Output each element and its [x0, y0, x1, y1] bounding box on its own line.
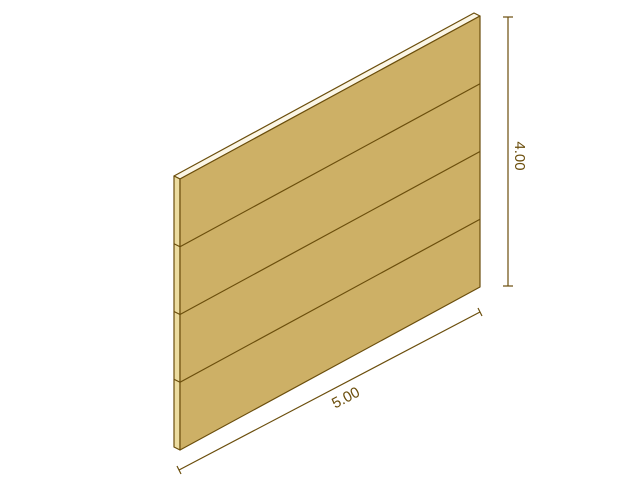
plank-seam — [179, 150, 481, 316]
width-dimension-line — [178, 311, 481, 471]
width-dimension-tick-left — [176, 465, 182, 475]
edge-seam — [173, 243, 181, 248]
height-dimension — [503, 16, 513, 287]
plank-seam — [179, 218, 481, 383]
edge-seam — [173, 378, 181, 383]
width-dimension — [176, 307, 483, 475]
edge-seam — [173, 310, 181, 316]
width-dimension-tick-right — [477, 307, 483, 317]
height-dimension-label: 4.00 — [511, 141, 528, 170]
plank-seam — [179, 83, 481, 248]
wall-panel — [173, 12, 481, 451]
